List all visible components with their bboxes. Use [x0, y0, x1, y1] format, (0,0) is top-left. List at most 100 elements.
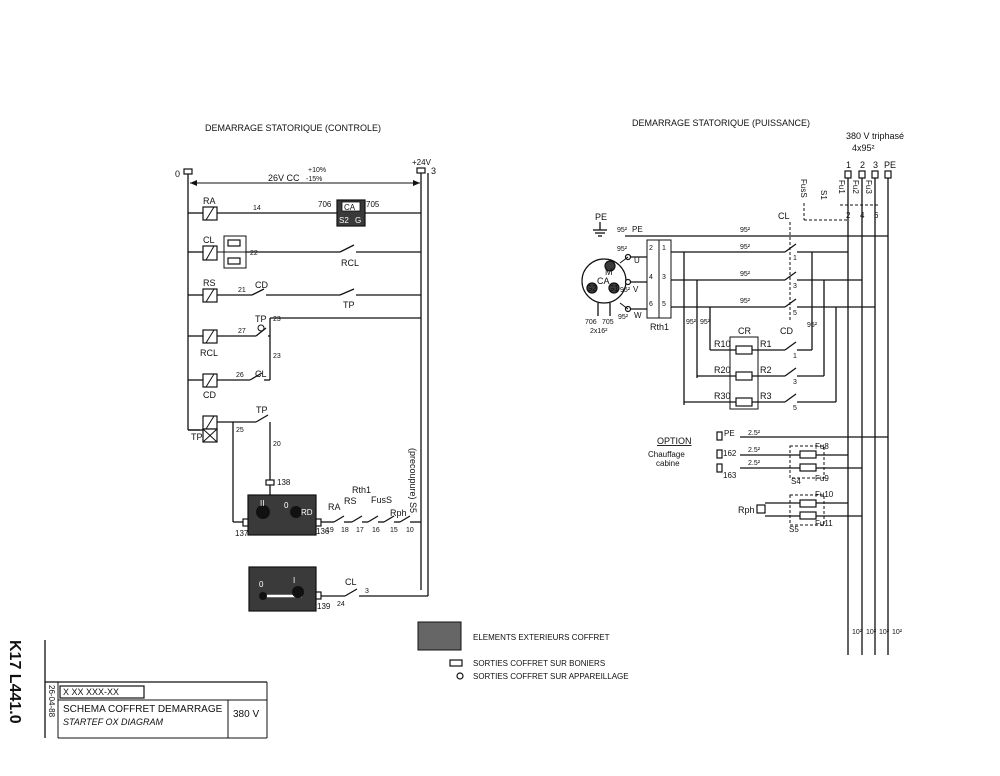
rph-label: Rph — [738, 505, 755, 515]
wire-15: 15 — [390, 527, 398, 534]
contact-ra — [333, 515, 345, 523]
title-reference: X XX XXX-XX — [63, 687, 119, 697]
contactor-cl-label: CL — [778, 211, 790, 221]
relay-rs-label: RS — [203, 278, 216, 288]
wire-136: 136 — [316, 527, 330, 536]
cl-pole-1-num: 1 — [793, 255, 797, 262]
selector2-label-i: I — [293, 576, 295, 585]
motor-m: M — [605, 267, 613, 277]
relay-cl-label: CL — [203, 235, 215, 245]
ca-right-num: 705 — [366, 200, 380, 209]
contact-cl-label: CL — [255, 369, 267, 379]
option-size-1: 2.5² — [748, 447, 761, 454]
option-size-2: 2.5² — [748, 460, 761, 467]
legend-exterior: ELEMENTS EXTERIEURS COFFRET — [473, 633, 610, 642]
wire-24: 24 — [337, 601, 345, 608]
contact-rcl — [339, 244, 355, 253]
cl-pole-3 — [784, 271, 797, 281]
contact-fuss — [383, 515, 395, 523]
contact-rph — [399, 515, 411, 523]
motor-705: 705 — [602, 319, 614, 326]
supply-0-terminal — [183, 168, 193, 175]
contact-rcl-label: RCL — [341, 258, 359, 268]
rth-drop-size-2: 95² — [700, 319, 711, 326]
cd-size-label: 95² — [807, 322, 818, 329]
resistor-r1: R1 — [760, 339, 772, 349]
bus-size-3: 10² — [879, 629, 890, 636]
option-cabin: cabine — [656, 459, 680, 468]
phase-1-label: 1 — [846, 160, 851, 170]
fuss-label: FusS — [799, 179, 808, 198]
cl-pole-3-num: 3 — [793, 283, 797, 290]
title-en: STARTEF OX DIAGRAM — [63, 717, 164, 727]
relay-rcl-label: RCL — [200, 348, 218, 358]
title-date: 26-04-88 — [47, 685, 56, 718]
contact-tp-1 — [339, 288, 355, 296]
cd-pole-5-num: 5 — [793, 405, 797, 412]
option-term-162: 162 — [723, 449, 737, 458]
contact-fuss-label: FusS — [371, 495, 392, 505]
contact-cd-label: CD — [255, 280, 268, 290]
ca-g-label: G — [355, 216, 361, 225]
wire-26: 26 — [236, 372, 244, 379]
wire-23-b: 23 — [273, 353, 281, 360]
fuse-fu10 — [799, 499, 817, 508]
cl-pole-5-num: 5 — [793, 310, 797, 317]
contact-ra-label: RA — [328, 502, 341, 512]
cl-pole-1 — [784, 243, 797, 253]
wire-10: 10 — [406, 527, 414, 534]
legend-equipment-icon — [456, 672, 464, 680]
s-number-4: 4 — [860, 211, 865, 220]
option-size-pe: 2.5² — [748, 430, 761, 437]
power-supply: 380 V triphasé — [846, 131, 904, 141]
bus-size-2: 10² — [866, 629, 877, 636]
term-u-label: U — [634, 256, 640, 265]
pe-size-label: 95² — [617, 227, 628, 234]
wire-18: 18 — [341, 527, 349, 534]
wire-25: 25 — [236, 427, 244, 434]
title-block: X XX XXX-XX 26-04-88 SCHEMA COFFRET DEMA… — [6, 640, 268, 739]
terminal-137 — [242, 518, 249, 527]
relay-cd-label: CD — [203, 390, 216, 400]
wire-16: 16 — [372, 527, 380, 534]
supply-24v-terminal — [416, 167, 426, 174]
contact-rth1 — [367, 515, 379, 523]
phase-3-label: 3 — [873, 160, 878, 170]
term-w-label: W — [634, 311, 642, 320]
fuse-fu10-label: Fu10 — [815, 490, 834, 499]
wire-23-a: 23 — [273, 316, 281, 323]
contactor-cd-label: CD — [780, 326, 793, 336]
resistor-r3: R3 — [760, 391, 772, 401]
fuse-fu9-label: Fu9 — [815, 474, 829, 483]
switch-s5-label: S5 — [789, 525, 799, 534]
fuse-fu9 — [799, 463, 817, 472]
contact-rs-label: RS — [344, 496, 357, 506]
option-heating: Chauffage — [648, 450, 685, 459]
fuse-fu11 — [799, 511, 817, 520]
contact-cl — [249, 372, 263, 381]
cd-pole-1-num: 1 — [793, 353, 797, 360]
wire-19: 19 — [326, 527, 334, 534]
fu2-label: Fu2 — [851, 180, 860, 194]
contact-rs — [351, 515, 363, 523]
relay-tp-label: TP — [191, 432, 203, 442]
selector2-label-0: 0 — [259, 580, 264, 589]
wire-21: 21 — [238, 287, 246, 294]
control-title: DEMARRAGE STATORIQUE (CONTROLE) — [205, 123, 381, 133]
s1-label: S1 — [819, 190, 828, 200]
phase-pe-label: PE — [884, 160, 896, 170]
pe-ground-label: PE — [595, 212, 607, 222]
option-title: OPTION — [657, 436, 692, 446]
cl-pole-5 — [784, 298, 797, 308]
terminal-139 — [315, 591, 322, 600]
resistor-r30: R30 — [714, 391, 731, 401]
timer-icon — [257, 324, 265, 332]
legend-terminal-icon — [449, 659, 463, 667]
selector1-label-ii: II — [260, 499, 264, 508]
contact-tp-2 — [255, 414, 269, 423]
legend: ELEMENTS EXTERIEURS COFFRET SORTIES COFF… — [417, 621, 629, 681]
wire-17: 17 — [356, 527, 364, 534]
relay-ra-label: RA — [203, 196, 216, 206]
motor-g2: G2 — [586, 284, 597, 293]
